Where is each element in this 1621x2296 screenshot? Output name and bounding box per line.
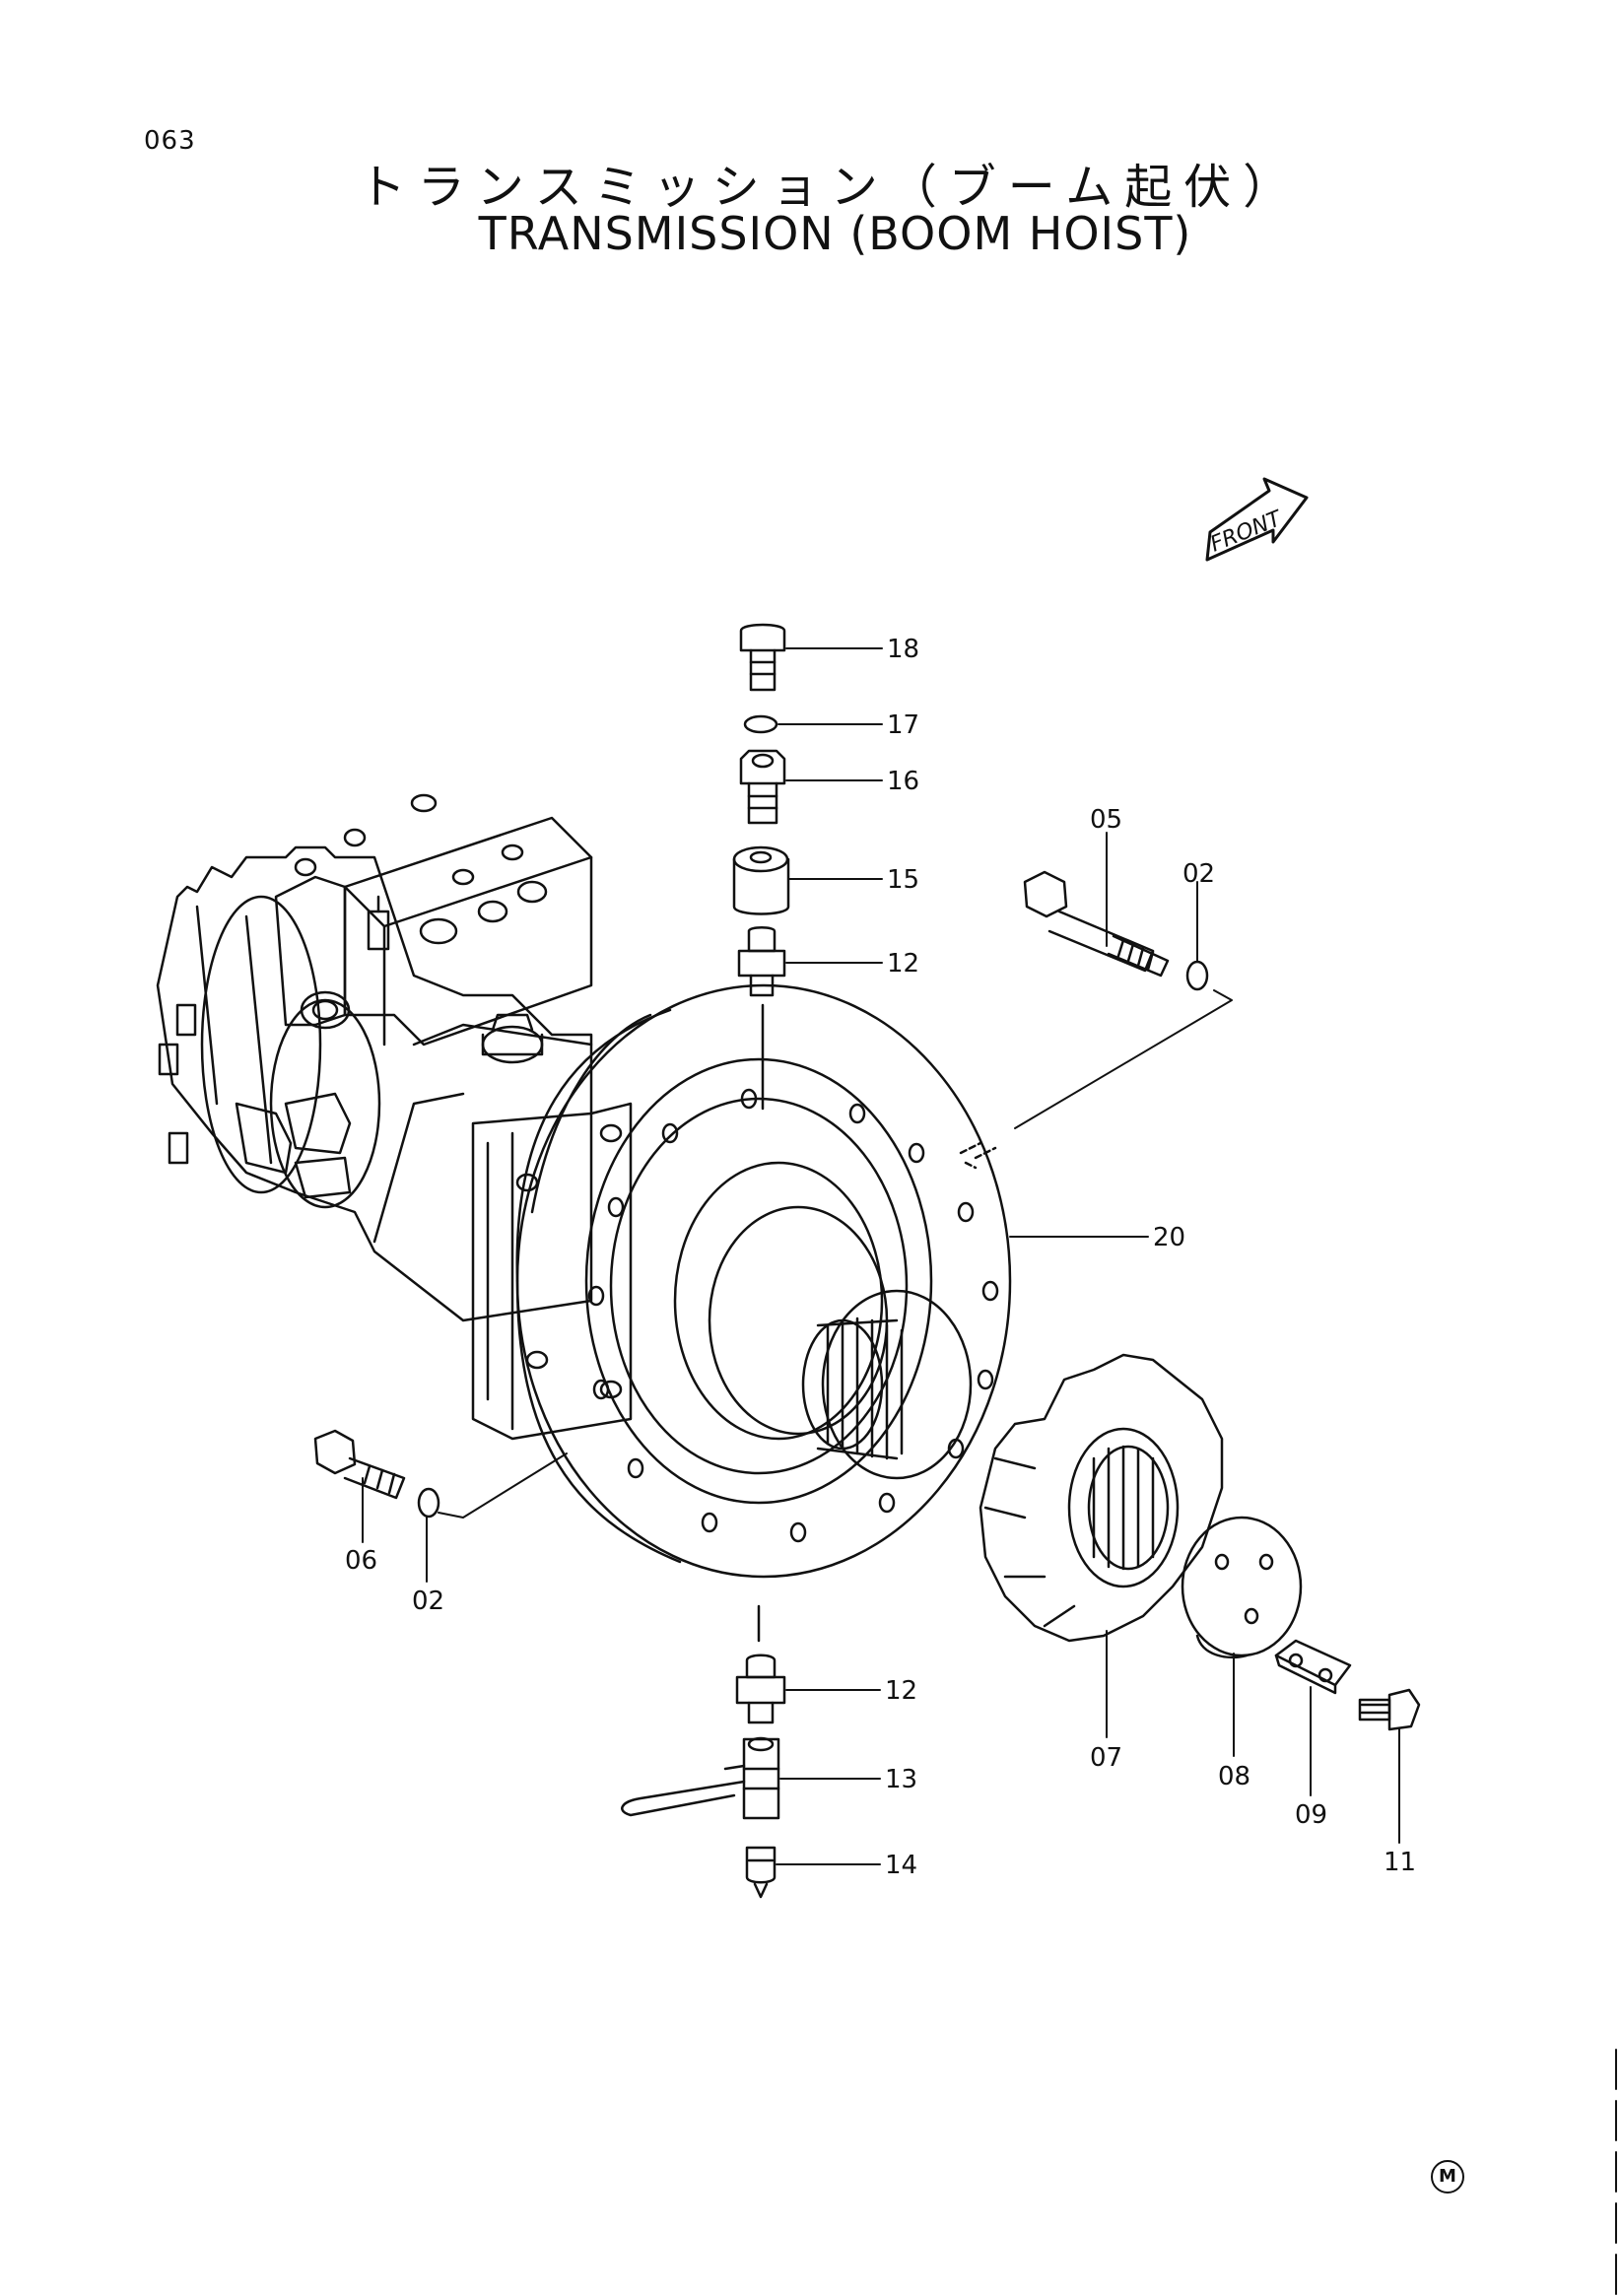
page-title-english: TRANSMISSION (BOOM HOIST) bbox=[478, 207, 1192, 260]
callout-12-bottom: 12 bbox=[885, 1676, 917, 1706]
callout-05: 05 bbox=[1090, 805, 1122, 835]
pinion-gear bbox=[979, 1353, 1224, 1643]
page-title-japanese: トランスミッション（ブーム起伏） bbox=[358, 160, 1303, 215]
drain-cock-13 bbox=[621, 1736, 780, 1820]
retainer-plate bbox=[1181, 1516, 1303, 1659]
corner-m-mark: M bbox=[1431, 2160, 1464, 2194]
leader-bolt6-to-flange bbox=[438, 1452, 568, 1519]
callout-18: 18 bbox=[887, 635, 919, 664]
sleeve-15 bbox=[732, 845, 790, 915]
lock-plate bbox=[1274, 1639, 1352, 1695]
spring-washer-02-left bbox=[417, 1487, 440, 1519]
plug-14 bbox=[745, 1846, 777, 1899]
callout-17: 17 bbox=[887, 710, 919, 740]
callout-07: 07 bbox=[1090, 1743, 1122, 1773]
leader-bolt-to-flange bbox=[1014, 989, 1233, 1129]
front-arrow-icon: FRONT bbox=[1205, 477, 1309, 562]
callout-16: 16 bbox=[887, 767, 919, 796]
callout-06: 06 bbox=[345, 1546, 377, 1576]
plug-18 bbox=[739, 623, 786, 692]
o-ring-17 bbox=[743, 714, 778, 734]
callout-09: 09 bbox=[1295, 1800, 1327, 1830]
callout-02-left: 02 bbox=[412, 1587, 444, 1616]
reduction-gear-housing bbox=[515, 983, 1012, 1579]
nipple-12-top bbox=[737, 926, 786, 997]
nipple-12-bottom bbox=[735, 1654, 786, 1724]
callout-08: 08 bbox=[1218, 1762, 1250, 1791]
adapter-16 bbox=[739, 749, 786, 825]
callout-leaders bbox=[362, 647, 1400, 1865]
callout-12-top: 12 bbox=[887, 949, 919, 979]
callout-14: 14 bbox=[885, 1851, 917, 1880]
hydraulic-motor-body bbox=[156, 845, 633, 1441]
hex-bolt-05 bbox=[1023, 870, 1170, 978]
callout-11: 11 bbox=[1384, 1848, 1416, 1877]
hex-bolt-06 bbox=[313, 1429, 406, 1500]
front-arrow-label: FRONT bbox=[1207, 506, 1286, 558]
hex-bolt-11 bbox=[1358, 1688, 1421, 1731]
spring-washer-02-right bbox=[1185, 960, 1209, 991]
callout-15: 15 bbox=[887, 865, 919, 895]
callout-20: 20 bbox=[1153, 1223, 1185, 1252]
valve-block bbox=[274, 793, 593, 1047]
page-number: 063 bbox=[144, 126, 196, 156]
callout-13: 13 bbox=[885, 1765, 917, 1794]
callout-02-right: 02 bbox=[1182, 859, 1215, 889]
